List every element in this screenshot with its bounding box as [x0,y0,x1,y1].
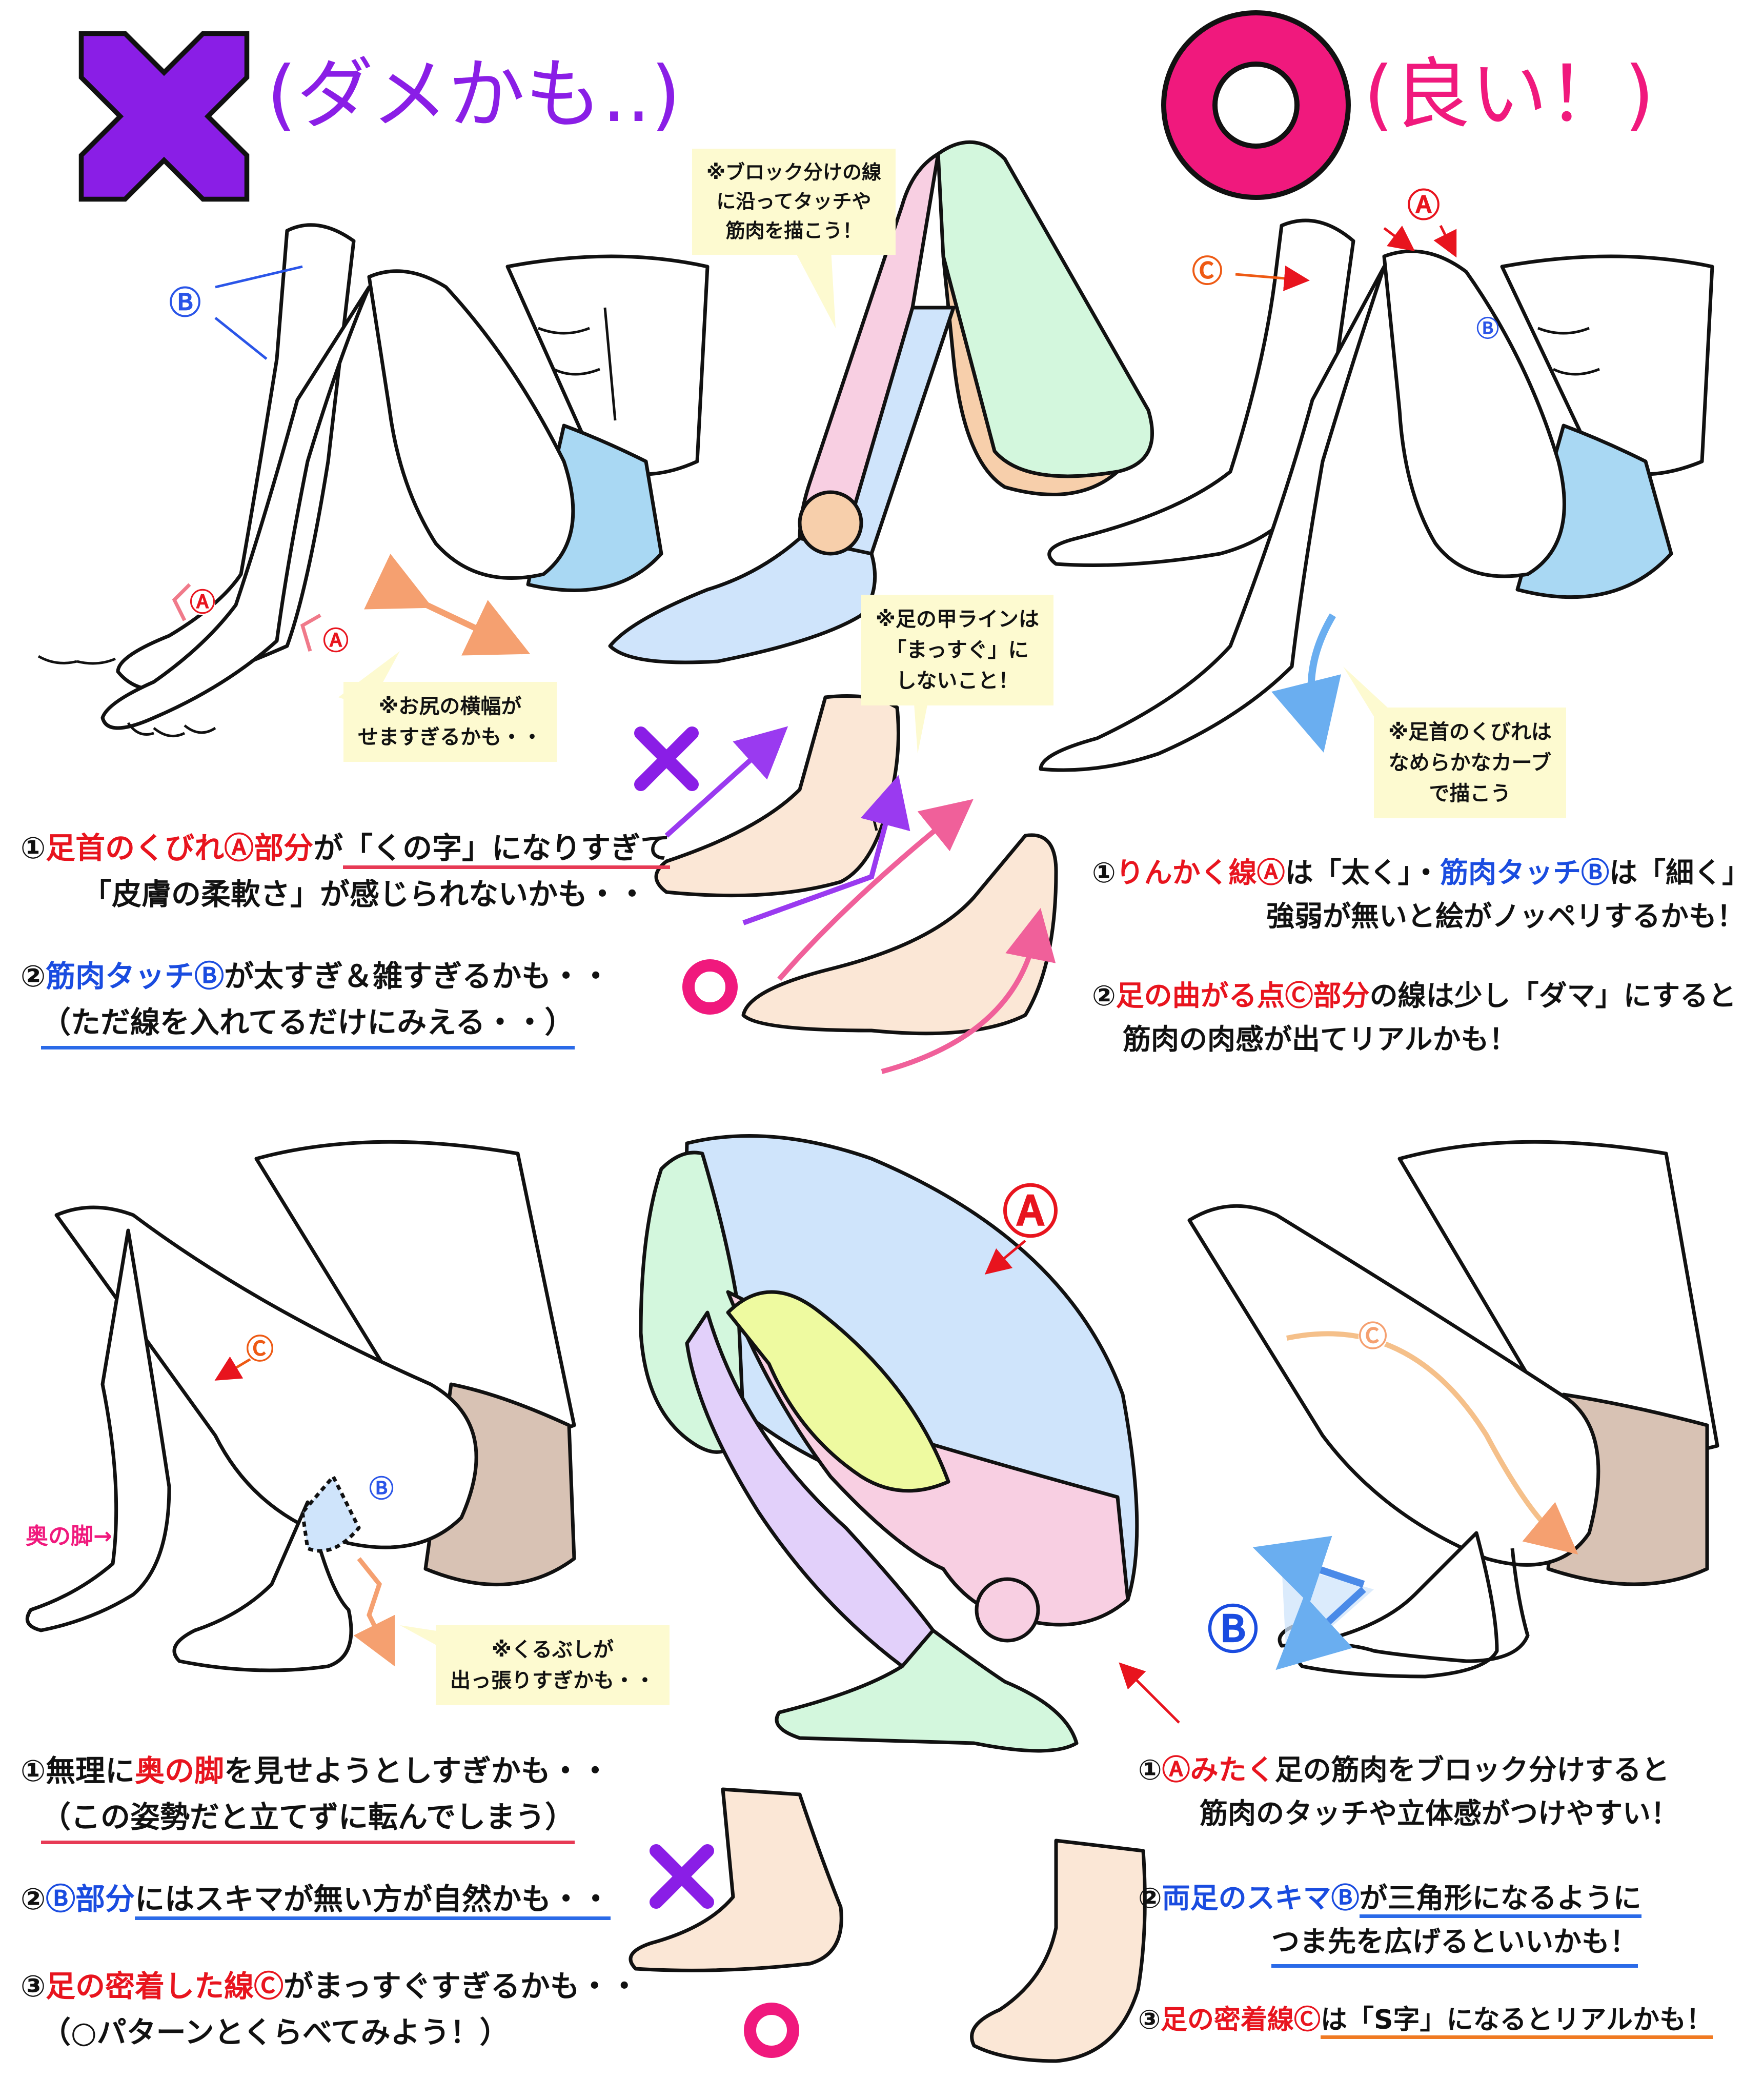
mini-bad-x-icon [634,726,699,791]
label-a-top-left-2: Ⓐ [323,626,349,656]
label-b-top-left: Ⓑ [169,284,201,321]
top-right-legs-illustration [1039,218,1714,772]
label-b-bottom-left: Ⓑ [369,1475,394,1503]
note-block-lines: ※ブロック分けの線 に沿ってタッチや 筋肉を描こう！ [692,149,896,255]
bottom-center-annotations [984,1240,1180,1724]
bottom-center-block-leg [639,1134,1139,1753]
caption-top-right-1: ①りんかく線Ⓐは「太く」・筋肉タッチⒷは「細く」に！ 強弱が無いと絵がノッペリす… [1092,856,1743,933]
label-c-top-right: Ⓒ [1192,254,1223,290]
label-b-bottom-right: Ⓑ [1207,1600,1259,1660]
caption-top-left-2: ②筋肉タッチⒷが太すぎ＆雑すぎるかも・・ （ただ線を入れてるだけにみえる・・） [21,954,611,1049]
label-b-top-right: Ⓑ [1476,316,1499,342]
top-center-block-leg [608,140,1154,664]
good-circle-icon [1161,10,1351,200]
middle-feet-illustration [654,694,1058,1036]
caption-bottom-left-3: ③足の密着した線Ⓒがまっすぐすぎるかも・・ （○パターンとくらべてみよう！） [21,1969,639,2050]
label-c-bottom-right: Ⓒ [1359,1320,1387,1354]
bottom-mini-good-circle-icon [744,2003,799,2058]
caption-bottom-right-1: ①Ⓐみたく足の筋肉をブロック分けすると 筋肉のタッチや立体感がつけやすい！ [1138,1753,1679,1830]
caption-top-right-2: ②足の曲がる点Ⓒ部分の線は少し「ダマ」にすると 筋肉の肉感が出てリアルかも！ [1092,979,1737,1056]
caption-bottom-right-3: ③足の密着線Ⓒは「S字」になるとリアルかも！ [1138,2000,1713,2041]
caption-bottom-left-2: ②Ⓑ部分にはスキマが無い方が自然かも・・ [21,1876,611,1923]
note-hip-width: ※お尻の横幅が せますぎるかも・・ [343,682,557,762]
note-instep: ※足の甲ラインは 「まっすぐ」に しないこと！ [861,595,1053,705]
label-c-bottom-left: Ⓒ [246,1333,274,1365]
label-a-top-right: Ⓐ [1407,187,1440,225]
bad-x-icon [78,31,250,202]
label-a-top-left-1: Ⓐ [190,588,215,617]
bottom-mini-bad-x-icon [650,1844,714,1909]
block-note-pointer [789,241,836,328]
caption-top-left-1: ①足首のくびれⒶ部分が「くの字」になりすぎて 「皮膚の柔軟さ」が感じられないかも… [21,831,671,912]
bottom-right-annotations [1252,1331,1578,1670]
top-left-legs-illustration [37,223,710,738]
bottom-center-feet [629,1787,1147,2063]
mini-good-circle-icon [682,959,738,1015]
bottom-left-squat-illustration [25,1140,576,1672]
good-header-label: (良い！) [1364,50,1655,139]
bottom-right-squat-illustration [1187,1140,1719,1679]
label-a-bottom-center: Ⓐ [1002,1180,1059,1245]
bad-header-label: (ダメかも..) [267,50,681,139]
middle-feet-guides [664,677,1056,1074]
note-ankle-curve: ※足首のくびれは なめらかなカーブ で描こう [1374,708,1566,818]
caption-bottom-right-2: ②両足のスキマⒷが三角形になるように つま先を広げるといいかも！ [1138,1876,1641,1968]
label-back-leg: 奥の脚→ [26,1523,112,1549]
caption-bottom-left-1: ①無理に奥の脚を見せようとしすぎかも・・ （この姿勢だと立てずに転んでしまう） [21,1748,610,1844]
note-ankle-bone: ※くるぶしが 出っ張りすぎかも・・ [436,1625,670,1705]
